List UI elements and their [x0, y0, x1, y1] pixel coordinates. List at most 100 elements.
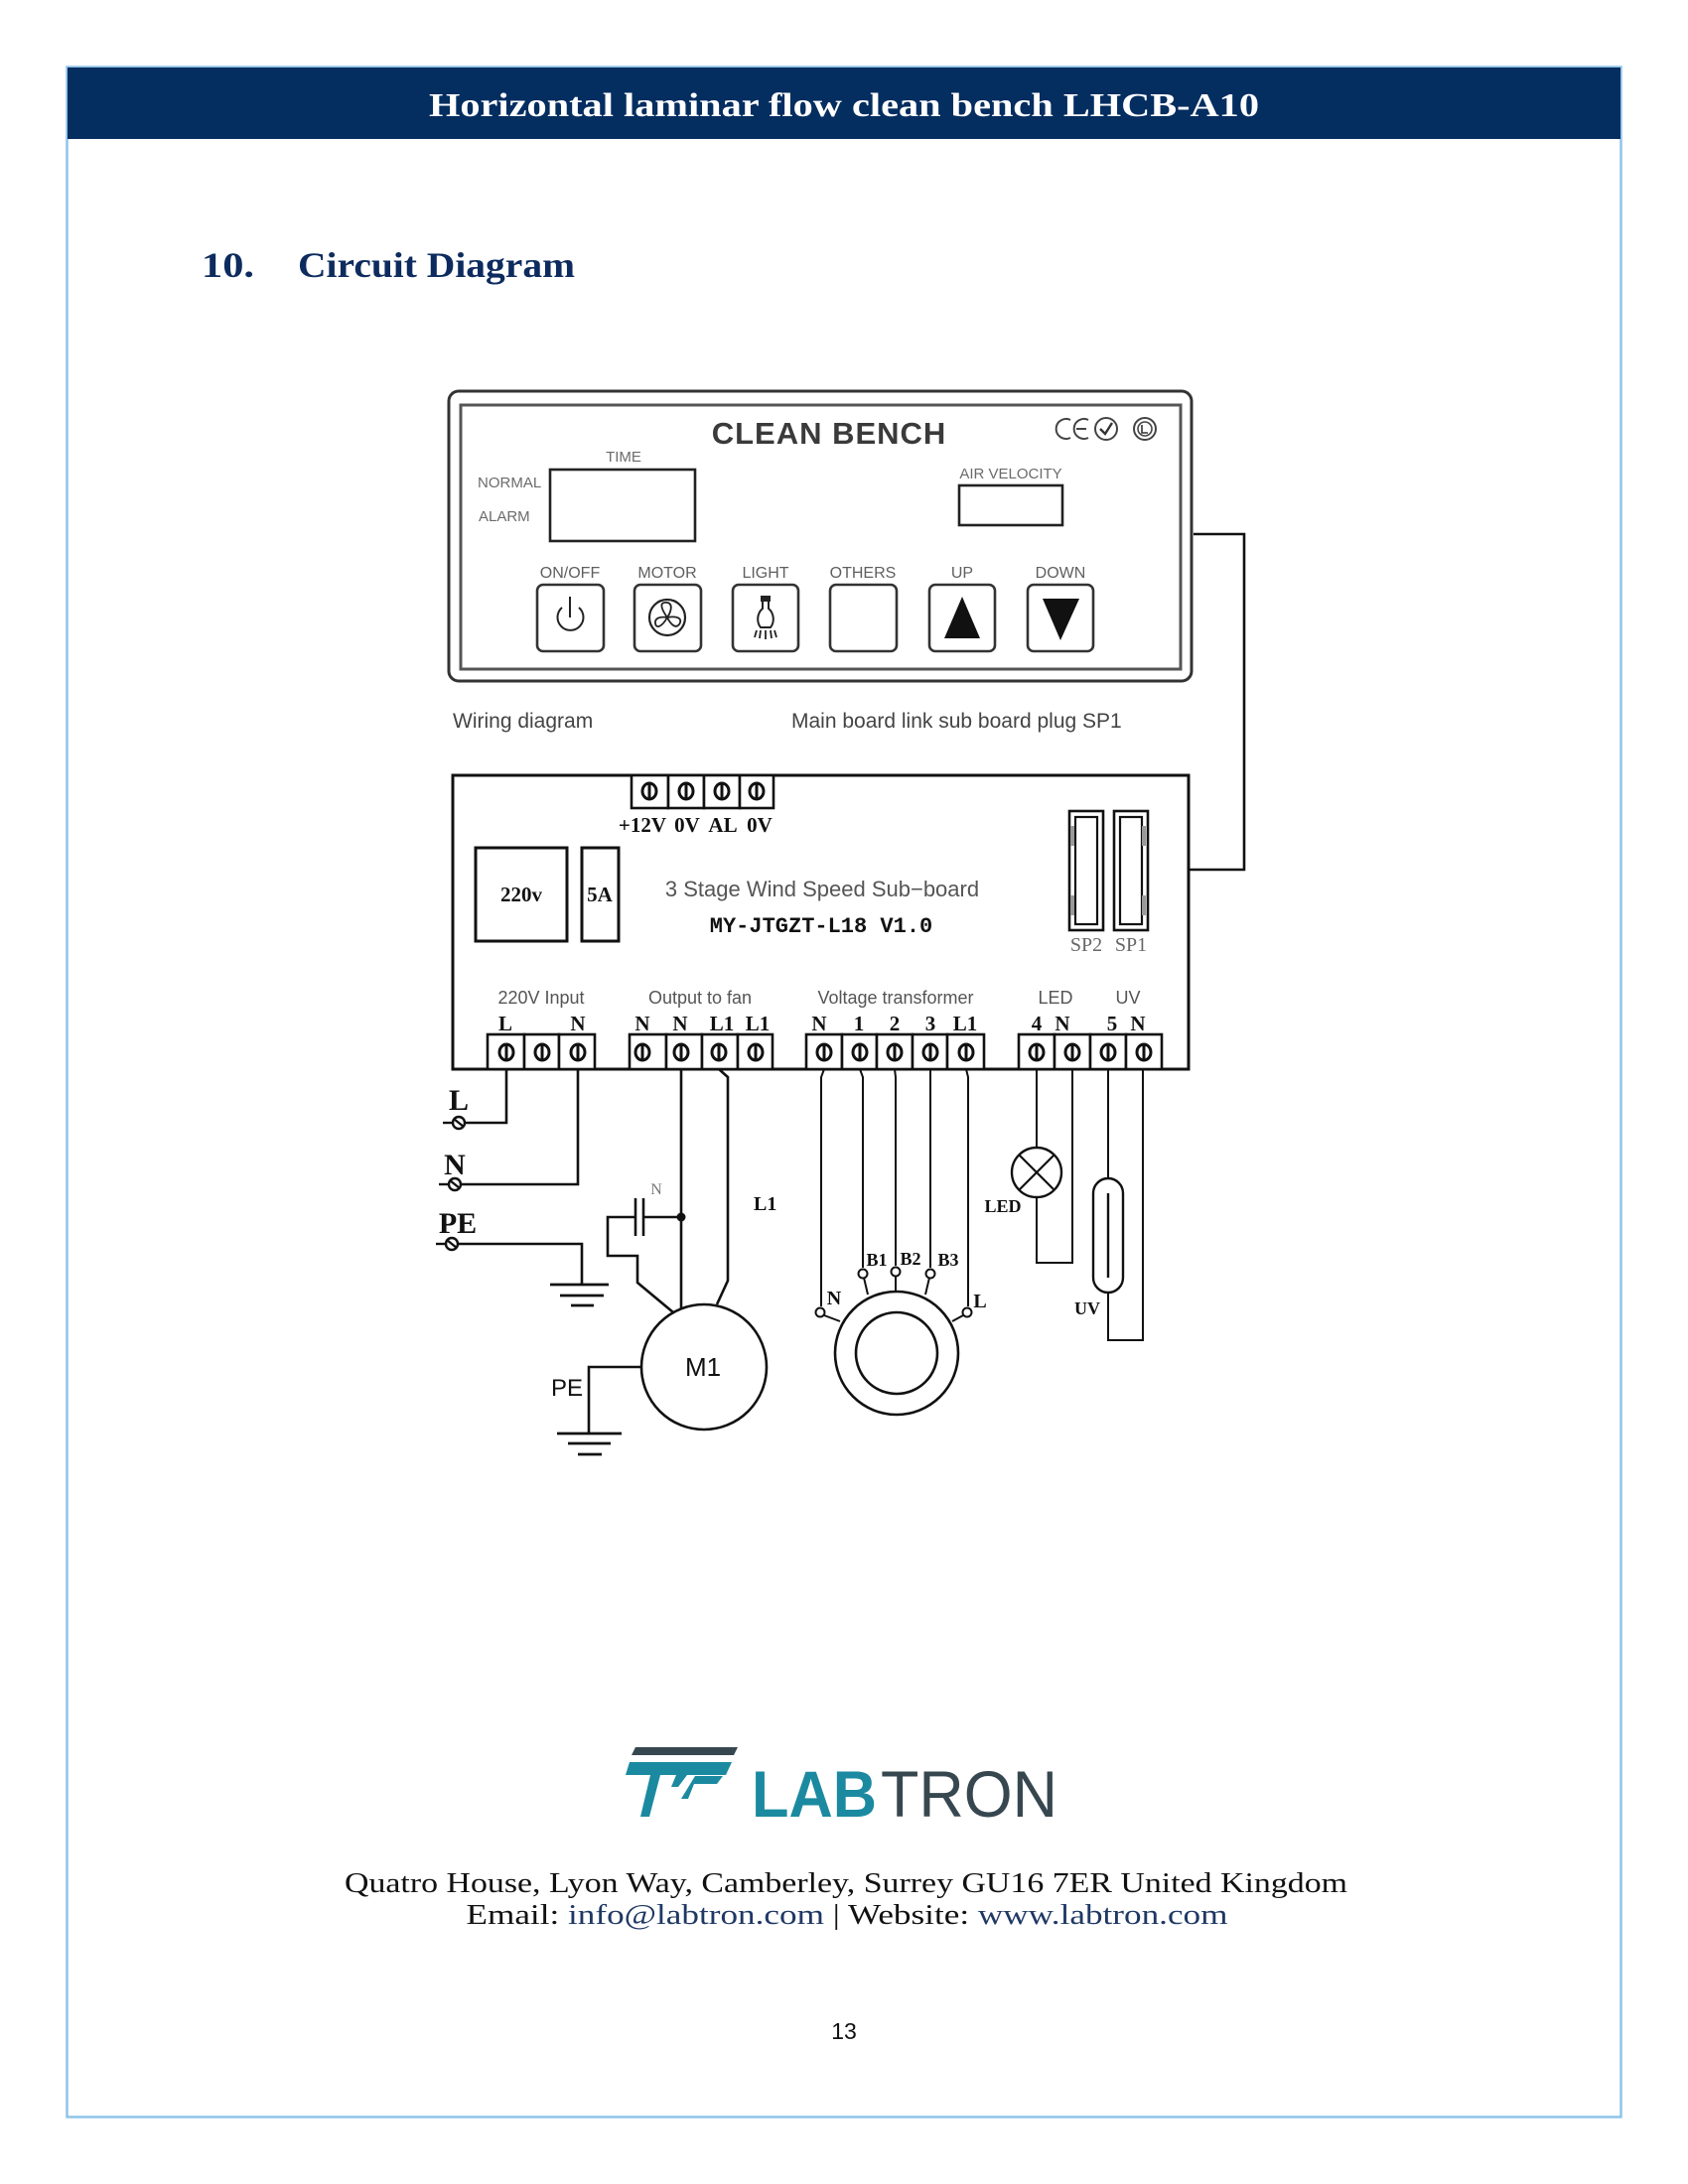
ground-icon [557, 1432, 622, 1456]
transformer-icon [814, 1266, 973, 1417]
contact-separator: | [824, 1899, 848, 1931]
plug-caption: Main board link sub board plug SP1 [791, 710, 1122, 733]
tap-label: L [973, 1291, 986, 1312]
header-title: Horizontal laminar flow clean bench LHCB… [429, 87, 1259, 124]
supply-label-n: N [444, 1149, 466, 1181]
bulb-icon [754, 596, 777, 639]
group-label-led: LED [1038, 988, 1072, 1008]
motor-label: M1 [685, 1352, 721, 1382]
terminal-label: 0V [674, 813, 700, 837]
fan-line-label: L1 [754, 1193, 776, 1215]
pin-label: L1 [746, 1012, 771, 1035]
motor-ground-label: PE [551, 1375, 583, 1402]
pin-label: 2 [890, 1012, 901, 1035]
pin-label: N [811, 1012, 826, 1035]
terminal-label: AL [708, 813, 737, 837]
air-velocity-label: AIR VELOCITY [959, 466, 1061, 482]
triangle-down-icon [1043, 599, 1079, 640]
control-panel: CLEAN BENCH TIME NORMAL ALARM AIR VELOCI… [447, 389, 1194, 683]
light-button[interactable]: LIGHT [731, 565, 800, 653]
pin-label: N [1055, 1012, 1069, 1035]
button-label: DOWN [1036, 565, 1086, 582]
pin-label: N [570, 1012, 585, 1035]
pin-label: N [672, 1012, 687, 1035]
pin-label: L [498, 1012, 512, 1035]
screw-icon [497, 1042, 1153, 1062]
panel-link-wire [1144, 532, 1246, 872]
group-label-voltage-transformer: Voltage transformer [817, 988, 973, 1008]
power-icon [556, 597, 585, 631]
logo-text-lab: LAB [752, 1757, 877, 1831]
group-label-220v-input: 220V Input [497, 988, 584, 1008]
plug-label-sp1: SP1 [1115, 934, 1147, 956]
sub-board: +12V 0V AL 0V 220v 5A 3 Stage Wind Speed… [451, 773, 1191, 1071]
tap-label: B3 [937, 1250, 958, 1270]
logo-mark-icon [626, 1762, 732, 1817]
supply-label-pe: PE [439, 1207, 477, 1240]
motor-m1-icon: M1 [639, 1302, 769, 1432]
certification-icons [1055, 417, 1157, 441]
panel-title: CLEAN BENCH [712, 416, 947, 451]
triangle-up-icon [944, 597, 980, 638]
air-velocity-display [957, 483, 1064, 527]
section-heading: 10. Circuit Diagram [202, 245, 575, 285]
page-number: 13 [831, 2018, 857, 2044]
external-wiring: L N PE N L1 [436, 1068, 1144, 1456]
group-label-uv: UV [1115, 988, 1140, 1008]
motor-button[interactable]: MOTOR [633, 565, 703, 653]
fan-icon [647, 598, 687, 637]
uv-tube-icon [1091, 1176, 1125, 1295]
ce-mark-icon [1055, 418, 1089, 440]
down-button[interactable]: DOWN [1026, 565, 1095, 653]
tap-label: B2 [900, 1249, 920, 1269]
pin-label: L1 [953, 1012, 978, 1035]
capacitor-icon [606, 1198, 686, 1313]
terminal-label: 0V [747, 813, 773, 837]
time-display [548, 468, 697, 543]
pin-label: 4 [1032, 1012, 1043, 1035]
section-number: 10. [202, 245, 254, 285]
company-address: Quatro House, Lyon Way, Camberley, Surre… [345, 1867, 1348, 1899]
email-link[interactable]: info@labtron.com [568, 1899, 824, 1931]
tap-label: B1 [866, 1250, 887, 1270]
alarm-label: ALARM [479, 508, 530, 525]
on-off-button[interactable]: ON/OFF [535, 565, 606, 653]
email-label: Email: [467, 1899, 569, 1931]
led-label: LED [984, 1196, 1021, 1216]
section-title: Circuit Diagram [298, 245, 575, 285]
footer: LAB TRON Quatro House, Lyon Way, Camberl… [345, 1747, 1348, 2044]
screw-icon [640, 781, 766, 801]
labtron-logo: LAB TRON [626, 1747, 1057, 1831]
group-label-output-to-fan: Output to fan [648, 988, 752, 1008]
check-certification-icon [1094, 417, 1118, 441]
top-terminal-block: +12V 0V AL 0V [619, 773, 775, 837]
normal-label: NORMAL [478, 475, 541, 491]
voltage-label: 220v [500, 883, 543, 906]
supply-terminal-icon [436, 1115, 467, 1252]
panel-buttons: ON/OFF MOTOR LIGHT [535, 565, 1095, 653]
up-button[interactable]: UP [927, 565, 997, 653]
fuse-block [580, 846, 621, 943]
terminal-label: +12V [619, 813, 666, 837]
others-button[interactable]: OTHERS [828, 565, 899, 653]
tap-label: N [827, 1288, 842, 1309]
plug-label-sp2: SP2 [1070, 934, 1102, 956]
button-label: ON/OFF [540, 565, 601, 582]
sub-board-outline [451, 773, 1191, 1071]
pin-label: 5 [1107, 1012, 1118, 1035]
pin-label: L1 [710, 1012, 735, 1035]
bottom-terminal-blocks [486, 1032, 1164, 1071]
button-label: LIGHT [742, 565, 788, 582]
ground-icon [550, 1283, 609, 1307]
page-header: Horizontal laminar flow clean bench LHCB… [68, 68, 1620, 139]
logo-text-tron: TRON [881, 1757, 1057, 1831]
board-name: 3 Stage Wind Speed Sub−board [665, 877, 979, 901]
pin-label: N [1130, 1012, 1145, 1035]
ul-mark-icon [1133, 417, 1157, 441]
supply-label-l: L [449, 1084, 469, 1117]
website-link[interactable]: www.labtron.com [978, 1899, 1228, 1931]
transformer-block [474, 846, 569, 943]
plug-sp1[interactable] [1112, 809, 1150, 932]
pin-label: 1 [854, 1012, 865, 1035]
